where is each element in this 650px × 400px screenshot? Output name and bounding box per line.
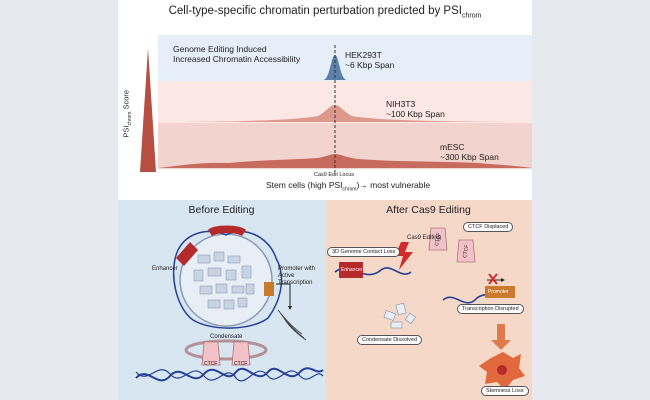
condensate-dissolved-label: Condensate Dissolved bbox=[357, 335, 423, 345]
transcription-disrupted-label: Transcription Disrupted bbox=[457, 304, 524, 314]
y-axis-label: PSIchrom Score bbox=[121, 89, 133, 138]
stemness-loss-label: Stemness Loss bbox=[481, 386, 529, 396]
cohesin-ring bbox=[184, 339, 268, 361]
before-editing-panel: Before Editing bbox=[118, 200, 325, 400]
blocked-x-icon bbox=[488, 273, 498, 285]
figure: Cell-type-specific chromatin perturbatio… bbox=[118, 0, 532, 400]
condensate-label: Condensate bbox=[210, 334, 243, 340]
dna-strand bbox=[135, 367, 324, 382]
ctcf-right bbox=[231, 341, 251, 366]
promoter-block bbox=[264, 282, 274, 296]
nih3t3-peak bbox=[158, 105, 532, 122]
promoter-block-after bbox=[485, 286, 515, 298]
after-illustration bbox=[334, 227, 525, 390]
before-illustration bbox=[135, 225, 324, 382]
ctcf-displaced-label: CTCF Displaced bbox=[463, 222, 514, 232]
enhancer-label: Enhancer bbox=[152, 266, 178, 272]
nucleus bbox=[497, 365, 507, 375]
psi-score-wedge bbox=[140, 48, 156, 172]
top-cap bbox=[208, 225, 246, 236]
accessibility-peaks bbox=[140, 45, 532, 172]
mesc-label: mESC ~300 Kbp Span bbox=[440, 142, 499, 162]
figure-title: Cell-type-specific chromatin perturbatio… bbox=[168, 5, 482, 20]
contact-loss-label: 3D Genome Contact Loss bbox=[327, 247, 401, 257]
after-title: After Cas9 Editing bbox=[386, 204, 471, 216]
enhancer-label-after: Enhancer bbox=[341, 267, 363, 273]
before-title: Before Editing bbox=[188, 204, 255, 216]
cas9-label: Cas9 Editing bbox=[407, 235, 442, 241]
cas9-locus-label: Cas9 Edit Locus bbox=[314, 172, 355, 178]
after-editing-panel: After Cas9 Editing bbox=[325, 200, 532, 400]
enhancer-block bbox=[176, 242, 198, 266]
ctcf-right-label: CTCF bbox=[234, 361, 248, 367]
x-axis-label: Stem cells (high PSIchrom)→ most vulnera… bbox=[266, 180, 431, 193]
transcription-arrow bbox=[276, 283, 291, 306]
down-arrow-icon bbox=[491, 340, 511, 350]
accessibility-label: Genome Editing Induced Increased Chromat… bbox=[173, 44, 301, 64]
ctcf-left bbox=[201, 341, 221, 366]
hek293t-label: HEK293T ~6 Kbp Span bbox=[345, 50, 395, 70]
enhancer-block-after bbox=[339, 262, 363, 278]
mesc-peak bbox=[158, 154, 532, 168]
promoter-label: Promoter with Active Transcription bbox=[278, 266, 316, 286]
promoter-label-after: Promoter bbox=[488, 289, 509, 295]
nih3t3-label: NIH3T3 ~100 Kbp Span bbox=[386, 99, 445, 119]
ctcf-left-label: CTCF bbox=[204, 361, 218, 367]
hek293t-band bbox=[158, 35, 532, 81]
